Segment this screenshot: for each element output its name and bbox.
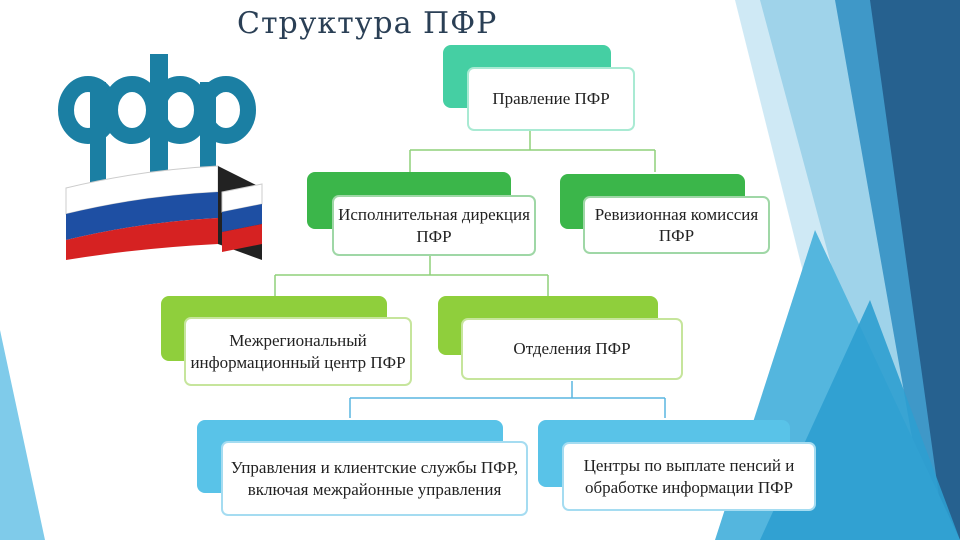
- pfr-letter-stem-2: [150, 54, 168, 194]
- node-level2-0-label: Исполнительная дирекция ПФР: [332, 195, 536, 256]
- russian-flag-icon: [65, 165, 263, 260]
- node-level4-1-label: Центры по выплате пенсий и обработке инф…: [562, 442, 816, 511]
- connector-level2-to-level3: [274, 256, 549, 296]
- slide-title: Структура ПФР: [237, 6, 498, 41]
- deco-triangle-left: [0, 330, 45, 540]
- connector-root-to-level2: [409, 130, 656, 172]
- pfr-letter-stem-3: [200, 82, 216, 192]
- node-root-label: Правление ПФР: [467, 67, 635, 131]
- connector-level3-to-level4: [349, 381, 666, 418]
- deco-shard-dark: [870, 0, 960, 540]
- node-level4-0-label: Управления и клиентские службы ПФР, вклю…: [221, 441, 528, 516]
- pfr-logo: [58, 54, 263, 260]
- pfr-letter-stem-1: [90, 82, 106, 192]
- node-level3-0-label: Межрегиональный информационный центр ПФР: [184, 317, 412, 386]
- node-level3-1-label: Отделения ПФР: [461, 318, 683, 380]
- node-level2-1-label: Ревизионная комиссия ПФР: [583, 196, 770, 254]
